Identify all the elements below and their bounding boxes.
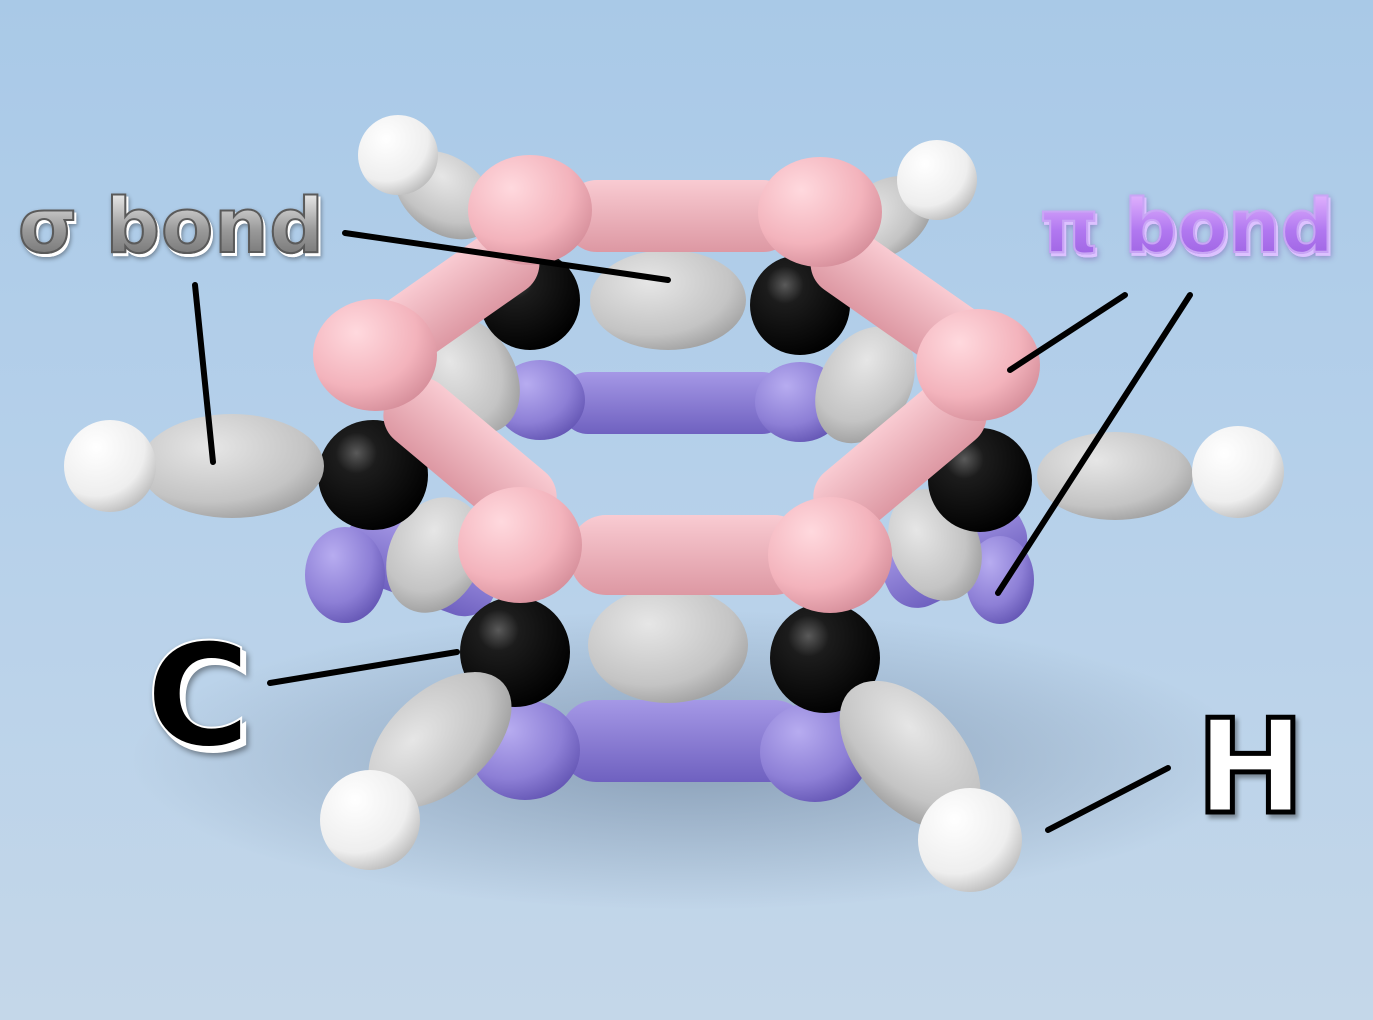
sigma-bond-lobe: [140, 414, 324, 518]
sigma-bond-lobe: [588, 587, 748, 703]
pi-bond-bar: [560, 372, 790, 434]
sigma-bond-ring: [386, 250, 982, 703]
pi-bond-node: [313, 299, 437, 411]
sigma-bond-lobe: [1037, 432, 1193, 520]
sigma-bond-lobe: [839, 680, 981, 830]
hydrogen-atom: [918, 788, 1022, 892]
pi-bond-node: [916, 309, 1040, 421]
sigma-bond-lobe: [368, 672, 512, 808]
hydrogen-label: H: [1194, 691, 1308, 843]
carbon-atom: [318, 420, 428, 530]
left-hydrogen-group: [64, 414, 324, 518]
pi-bond-label: π bond: [1039, 184, 1335, 270]
pi-bond-node: [768, 497, 892, 613]
carbon-atom: [770, 603, 880, 713]
sigma-bond-lobe: [386, 497, 484, 613]
pi-bond-node: [458, 487, 582, 603]
hydrogen-atom: [897, 140, 977, 220]
pi-bond-node: [305, 527, 385, 623]
leader-lines: [192, 230, 1193, 833]
pi-bond-ring-top: [313, 155, 1040, 613]
pi-bond-bar: [570, 515, 810, 595]
hydrogen-atom: [320, 770, 420, 870]
carbon-label: C: [145, 614, 251, 779]
pi-bond-node: [758, 157, 882, 267]
hydrogen-atom: [64, 420, 156, 512]
hydrogen-atom: [1192, 426, 1284, 518]
pi-bond-bar: [565, 180, 795, 252]
pi-bond-bar: [560, 700, 810, 782]
hydrogen-leader-line: [1045, 765, 1171, 833]
carbon-leader-line: [267, 649, 460, 686]
pi-bond-node: [468, 155, 592, 265]
front-right-hydrogen-group: [839, 680, 1022, 892]
sigma-bond-label: σ bond: [17, 181, 325, 270]
pi-bond-bar: [813, 377, 987, 535]
sigma-bond-lobe: [815, 326, 915, 444]
hydrogen-atom: [358, 115, 438, 195]
sigma-bond-lobe: [590, 250, 746, 350]
sigma-leader-line-ch: [192, 282, 216, 465]
front-left-hydrogen-group: [320, 672, 512, 870]
sigma-leader-line-ring: [342, 230, 671, 283]
pi-leader-line-top: [1007, 292, 1128, 373]
pi-leader-line-bottom: [995, 292, 1193, 596]
right-hydrogen-group: [1037, 426, 1284, 520]
